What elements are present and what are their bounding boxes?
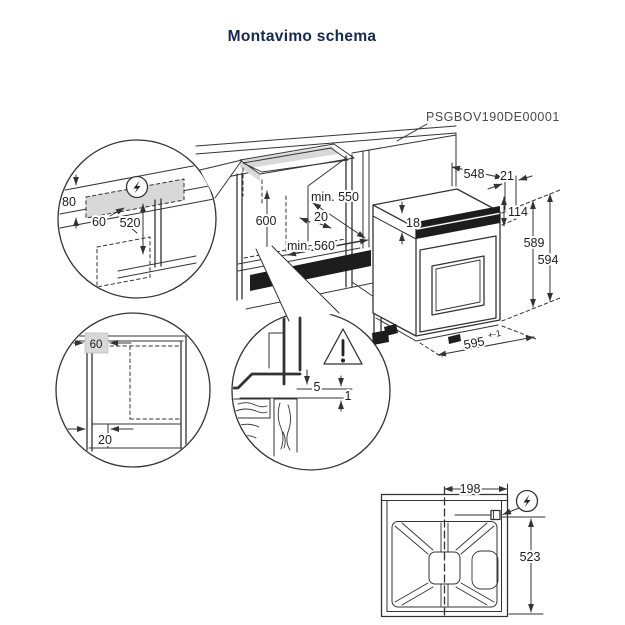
power-supply-icon — [502, 489, 539, 515]
back-panel-ribs — [394, 522, 499, 607]
dim-rear-clearance: 60 — [90, 339, 103, 351]
oven-isometric-view: 548 21 18 114 589 594 595 +-1 — [372, 162, 561, 358]
control-panel-band — [416, 214, 500, 239]
part-number-leader — [396, 123, 428, 142]
niche-isometric-view: 600 min. 550 20 min. 560 — [195, 125, 457, 345]
model-part-number: PSGBOV190DE00001 — [426, 110, 560, 124]
dim-front-frame: 21 — [500, 169, 514, 183]
dim-body-height: 589 — [524, 236, 545, 250]
dim-oven-width: 595 — [463, 334, 486, 352]
callout-circle — [231, 311, 391, 471]
dim-side-panel: 20 — [314, 210, 328, 224]
door-window — [431, 255, 485, 316]
dim-panel-gap: 1 — [345, 389, 352, 403]
power-connection-callout: 80 60 520 — [57, 139, 243, 299]
page-title: Montavimo schema — [228, 28, 377, 45]
dim-top-trim: 18 — [406, 216, 420, 230]
dim-oven-width-tolerance: +-1 — [487, 328, 502, 340]
dim-total-height: 594 — [538, 253, 559, 267]
mains-connector — [454, 509, 501, 521]
front-gap-callout: 5 1 — [231, 245, 391, 471]
power-supply-icon — [125, 175, 149, 199]
dim-door-clearance: 5 — [314, 380, 321, 394]
warning-triangle-icon — [323, 328, 363, 365]
dim-control-panel: 114 — [508, 205, 528, 219]
dim-niche-depth: min. 550 — [311, 190, 359, 204]
dim-recess-depth: 60 — [92, 215, 106, 229]
side-section-callout: 60 20 — [55, 312, 211, 468]
dim-plinth-recess: 20 — [98, 433, 112, 447]
dim-oven-depth: 548 — [464, 167, 485, 181]
dim-connection-drop: 523 — [520, 550, 541, 564]
oven-rear-view: 198 523 — [380, 480, 546, 619]
dim-niche-width: min. 560 — [287, 239, 335, 253]
dim-connection-height: 520 — [120, 216, 141, 230]
oven-door — [419, 235, 497, 333]
dim-niche-height: 600 — [256, 214, 277, 228]
wood-panel-section — [233, 398, 298, 457]
hob-cutout — [239, 143, 355, 206]
dim-connection-offset: 198 — [460, 482, 481, 496]
rear-clearance-block — [84, 332, 109, 354]
dim-recess-height: 80 — [62, 195, 76, 209]
